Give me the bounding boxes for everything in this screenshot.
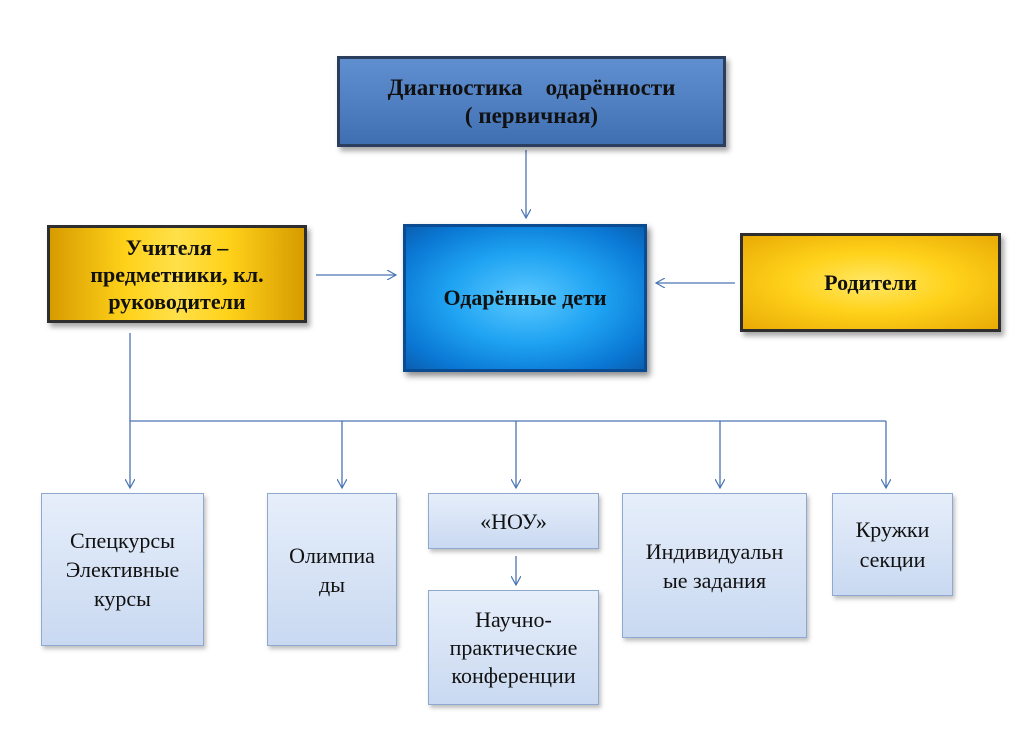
conferences-box: Научно- практические конференции (428, 590, 599, 705)
nou-label: «НОУ» (480, 508, 547, 534)
teachers-label-line-2: предметники, кл. (90, 261, 264, 287)
clubs-label-line-1: Кружки (855, 516, 930, 542)
individual-tasks-box: Индивидуальн ые задания (622, 493, 807, 638)
courses-label-line-3: курсы (94, 586, 151, 611)
conferences-label-line-1: Научно- (475, 606, 552, 632)
teachers-box: Учителя – предметники, кл. руководители (47, 225, 307, 323)
olympiads-label-line-2: ды (319, 571, 345, 597)
conferences-label-line-3: конференции (451, 662, 576, 688)
gifted-children-label: Одарённые дети (443, 285, 607, 310)
individual-tasks-label-line-2: ые задания (662, 567, 767, 593)
nou-box: «НОУ» (428, 493, 599, 549)
courses-label-line-2: Элективные (65, 557, 180, 582)
conferences-label-line-2: практические (449, 634, 578, 660)
teachers-label-line-1: Учителя – (125, 234, 229, 260)
courses-box: Спецкурсы Элективные курсы (41, 493, 204, 646)
parents-box: Родители (740, 233, 1001, 332)
diagnostics-box: Диагностика одарённости ( первичная) (337, 56, 726, 147)
olympiads-box: Олимпиа ды (267, 493, 397, 646)
teachers-label-line-3: руководители (108, 288, 246, 314)
courses-label-line-1: Спецкурсы (70, 528, 175, 553)
individual-tasks-label-line-1: Индивидуальн (645, 538, 784, 564)
diagnostics-label: Диагностика одарённости ( первичная) (387, 74, 676, 128)
olympiads-label-line-1: Олимпиа (289, 542, 375, 568)
clubs-label-line-2: секции (859, 546, 926, 572)
parents-label: Родители (824, 269, 917, 295)
gifted-children-box: Одарённые дети (403, 224, 647, 372)
clubs-box: Кружки секции (832, 493, 953, 596)
